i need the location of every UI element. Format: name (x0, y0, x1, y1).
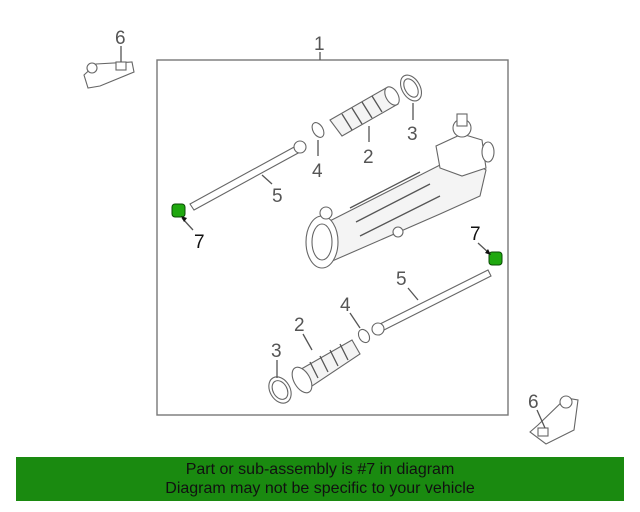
info-banner: Part or sub-assembly is #7 in diagram Di… (16, 457, 624, 501)
callout-3-upper: 3 (407, 124, 418, 145)
boot-upper (329, 86, 400, 137)
highlight-part-right (488, 251, 503, 266)
callout-5-lower: 5 (396, 269, 407, 290)
tie-rod-end-lower (529, 395, 579, 445)
callout-5-upper: 5 (272, 186, 283, 207)
callout-2-upper: 2 (363, 147, 374, 168)
callout-6-lower: 6 (528, 392, 539, 413)
tie-rod-upper (189, 140, 307, 211)
callout-1: 1 (314, 34, 325, 55)
small-clamp-lower (357, 328, 371, 344)
tie-rod-lower (371, 269, 492, 336)
clamp-upper (399, 74, 423, 102)
highlight-part-left (171, 203, 186, 218)
callout-3-lower: 3 (271, 341, 282, 362)
clamp-lower (268, 376, 292, 404)
callout-7-left: 7 (194, 232, 205, 253)
callout-7-right: 7 (470, 224, 481, 245)
tie-rod-end-upper (83, 61, 135, 89)
banner-line-2: Diagram may not be specific to your vehi… (165, 480, 475, 497)
boot-lower (291, 339, 361, 394)
callout-4-lower: 4 (340, 295, 351, 316)
small-clamp-upper (311, 122, 325, 138)
callout-2-lower: 2 (294, 315, 305, 336)
banner-line-1: Part or sub-assembly is #7 in diagram (185, 461, 455, 478)
steering-gear-housing (305, 113, 495, 269)
parts-diagram: 1 6 6 3 2 4 5 7 (83, 28, 579, 445)
callout-4-upper: 4 (312, 161, 323, 182)
callout-6-upper: 6 (115, 28, 126, 49)
